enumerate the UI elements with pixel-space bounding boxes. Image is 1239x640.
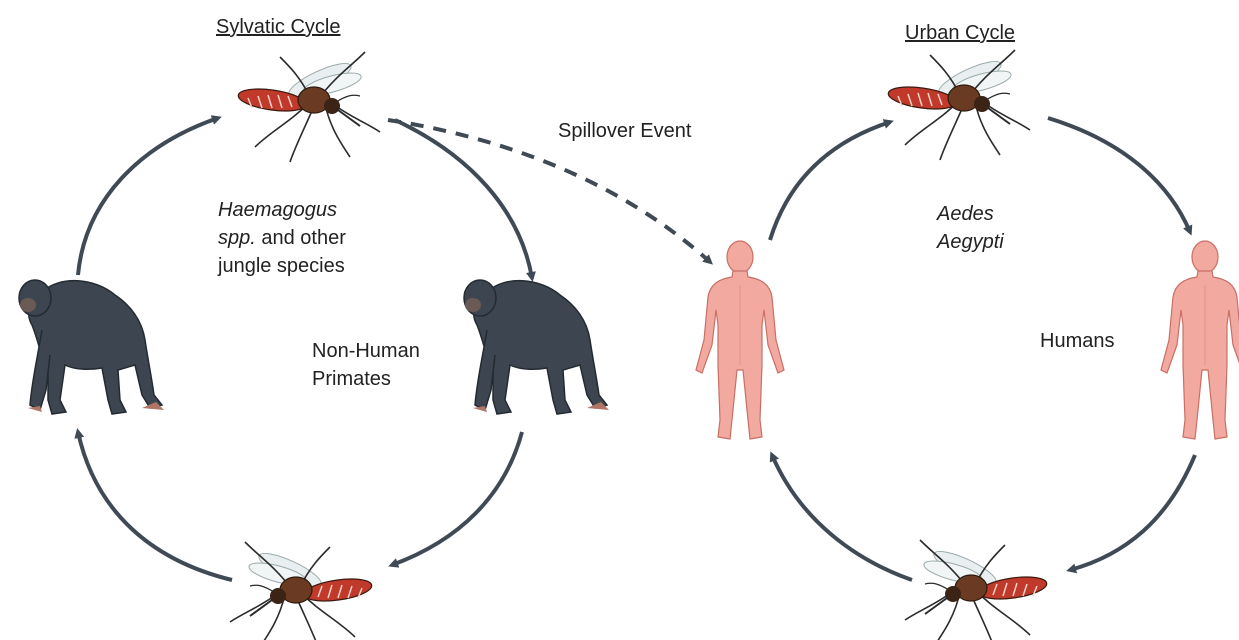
primate-left [19, 280, 164, 414]
non-human-primates-line1: Non-Human [312, 338, 420, 364]
sylvatic-vector-line3: jungle species [218, 253, 345, 279]
mosquito-urban-bottom [905, 540, 1048, 640]
sylvatic-arrow-bottom-left [78, 432, 232, 580]
sylvatic-vector-and-other: and other [256, 227, 346, 249]
human-left [696, 241, 784, 439]
urban-vector-line2: Aegypti [937, 229, 1004, 255]
urban-arrow-bottom-left [772, 455, 912, 580]
urban-arrow-top-right [1048, 118, 1190, 232]
sylvatic-vector-line2: spp. and other [218, 225, 346, 251]
sylvatic-arrow-top-left [78, 118, 218, 275]
sylvatic-arrow-bottom-right [392, 432, 522, 565]
urban-cycle-title: Urban Cycle [905, 20, 1015, 46]
spillover-event-label: Spillover Event [558, 118, 691, 144]
urban-cycle-arrows [770, 118, 1195, 580]
urban-arrow-bottom-right [1070, 455, 1195, 570]
sylvatic-vector-spp: spp. [218, 227, 256, 249]
sylvatic-cycle-title: Sylvatic Cycle [216, 14, 340, 40]
urban-arrow-top-left [770, 122, 890, 240]
sylvatic-vector-line1: Haemagogus [218, 197, 337, 223]
sylvatic-arrow-top-right [395, 120, 532, 278]
mosquito-urban-top [887, 50, 1030, 160]
mosquito-sylvatic-bottom [230, 542, 373, 640]
mosquito-sylvatic-top [237, 52, 380, 162]
primate-right [464, 280, 609, 414]
humans-label: Humans [1040, 328, 1114, 354]
urban-vector-line1: Aedes [937, 201, 994, 227]
human-right [1161, 241, 1239, 439]
non-human-primates-line2: Primates [312, 366, 391, 392]
